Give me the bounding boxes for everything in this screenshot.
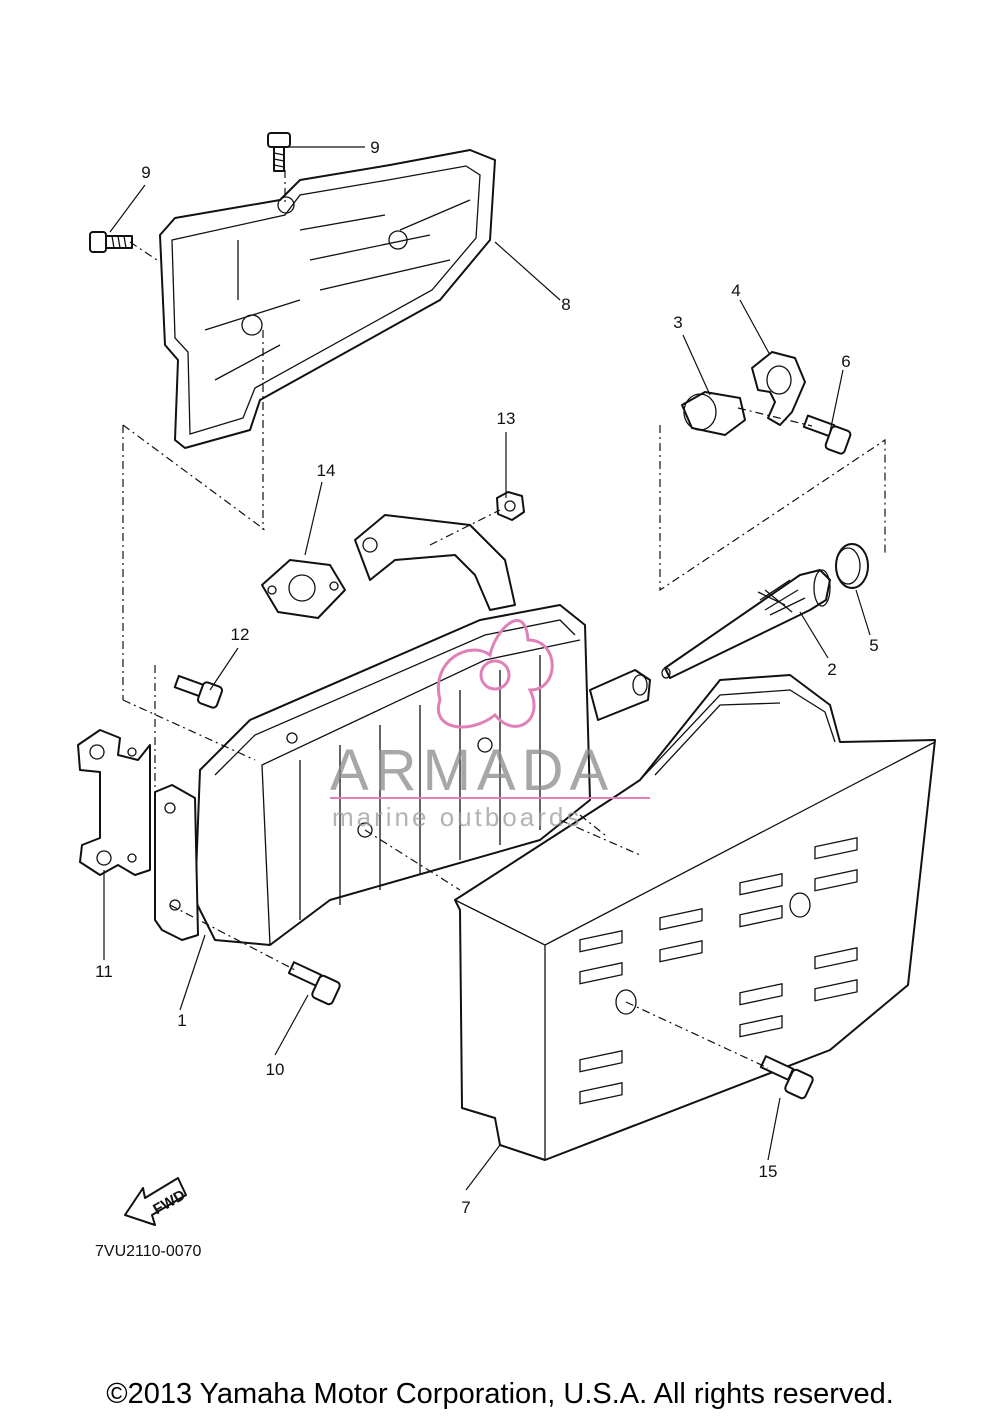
callout-15: 15: [759, 1162, 778, 1181]
leader-lines: [103, 146, 871, 1191]
part-sleeve-3: [681, 391, 746, 436]
callout-12: 12: [231, 625, 250, 644]
watermark: ARMADA marine outboards: [330, 619, 650, 832]
part-bolt-9-left: [89, 231, 133, 253]
assembly-lines: [122, 170, 886, 1069]
part-bolt-15: [759, 1055, 814, 1100]
cover-louvers: [579, 837, 858, 1105]
watermark-logo: [436, 619, 554, 729]
callout-numbers: 1 2 3 4 5 6 7 8 9 9 10 11 12 13 14 15: [95, 138, 879, 1217]
part-bracket-11: [77, 729, 151, 876]
fwd-arrow-icon: FWD: [124, 1177, 189, 1226]
callout-9-top: 9: [370, 138, 379, 157]
part-muffler-cover-7: [454, 674, 936, 1161]
part-gasket-14: [261, 559, 346, 619]
callout-3: 3: [673, 313, 682, 332]
callout-14: 14: [317, 461, 336, 480]
callout-6: 6: [841, 352, 850, 371]
part-heat-protector-8: [159, 149, 496, 449]
callout-2: 2: [827, 660, 836, 679]
callout-10: 10: [266, 1060, 285, 1079]
part-bolt-6: [802, 414, 852, 455]
callout-11: 11: [95, 962, 113, 981]
part-clamp-4: [751, 351, 806, 426]
part-spark-arrester-2: [661, 569, 831, 679]
callout-8: 8: [561, 295, 570, 314]
callout-5: 5: [869, 636, 878, 655]
callout-1: 1: [177, 1011, 186, 1030]
callout-7: 7: [461, 1198, 470, 1217]
callout-13: 13: [497, 409, 516, 428]
callout-9-left: 9: [141, 163, 150, 182]
part-bolt-9-top: [267, 132, 291, 172]
watermark-sub: marine outboards: [332, 802, 582, 832]
part-bolt-10: [287, 961, 341, 1006]
diagram-code: 7VU2110-0070: [95, 1243, 202, 1260]
watermark-main: ARMADA: [330, 738, 614, 803]
part-cap-5: [835, 543, 869, 589]
copyright-notice: ©2013 Yamaha Motor Corporation, U.S.A. A…: [106, 1378, 894, 1410]
part-nut-13: [496, 491, 525, 521]
callout-4: 4: [731, 281, 740, 300]
